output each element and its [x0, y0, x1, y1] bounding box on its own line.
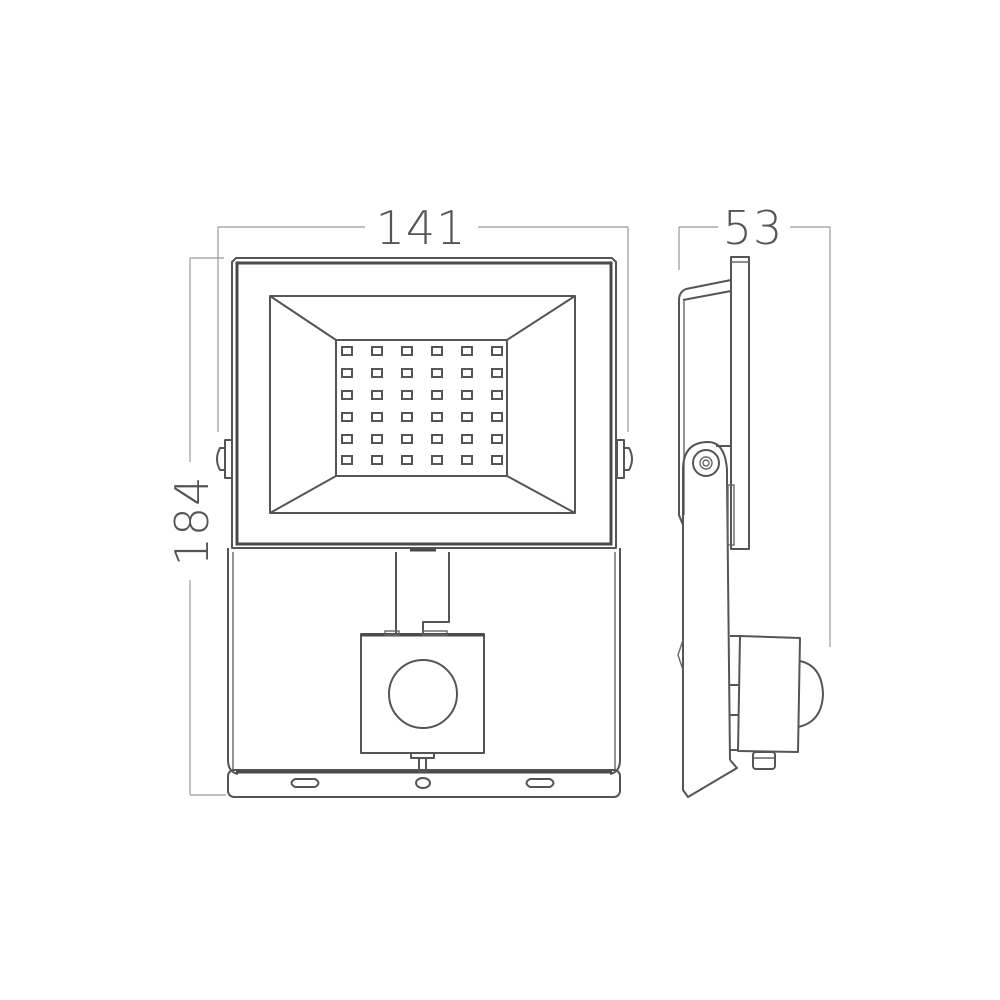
led-row	[341, 346, 503, 356]
led-array	[341, 346, 503, 465]
side-pir-sensor	[730, 635, 824, 770]
led-row	[341, 368, 503, 378]
mounting-bracket	[227, 548, 621, 798]
side-view	[677, 256, 824, 798]
width-dimension: 141	[217, 201, 629, 432]
mounting-slots	[290, 777, 555, 789]
left-pivot-knob	[216, 439, 233, 479]
hinge	[682, 441, 728, 545]
width-label: 141	[376, 201, 467, 255]
pir-dome	[797, 660, 824, 728]
pir-sensor	[360, 630, 485, 754]
hinge-screw	[692, 449, 720, 477]
height-dimension: 184	[165, 257, 226, 796]
side-bracket	[677, 479, 738, 798]
height-label: 184	[165, 476, 219, 567]
reflector	[269, 295, 576, 514]
led-row	[341, 455, 503, 465]
lamp-frame	[231, 257, 617, 549]
depth-dimension: 53	[678, 201, 831, 647]
depth-label: 53	[723, 201, 784, 255]
bracket-arm	[395, 552, 450, 633]
led-row	[341, 390, 503, 400]
led-row	[341, 412, 503, 422]
pir-lens	[388, 659, 458, 729]
lamp-front-plate	[730, 256, 750, 550]
right-pivot-knob	[616, 439, 633, 479]
front-view	[216, 257, 633, 798]
led-row	[341, 434, 503, 444]
lamp-body	[678, 279, 732, 526]
cable-gland	[410, 752, 435, 773]
